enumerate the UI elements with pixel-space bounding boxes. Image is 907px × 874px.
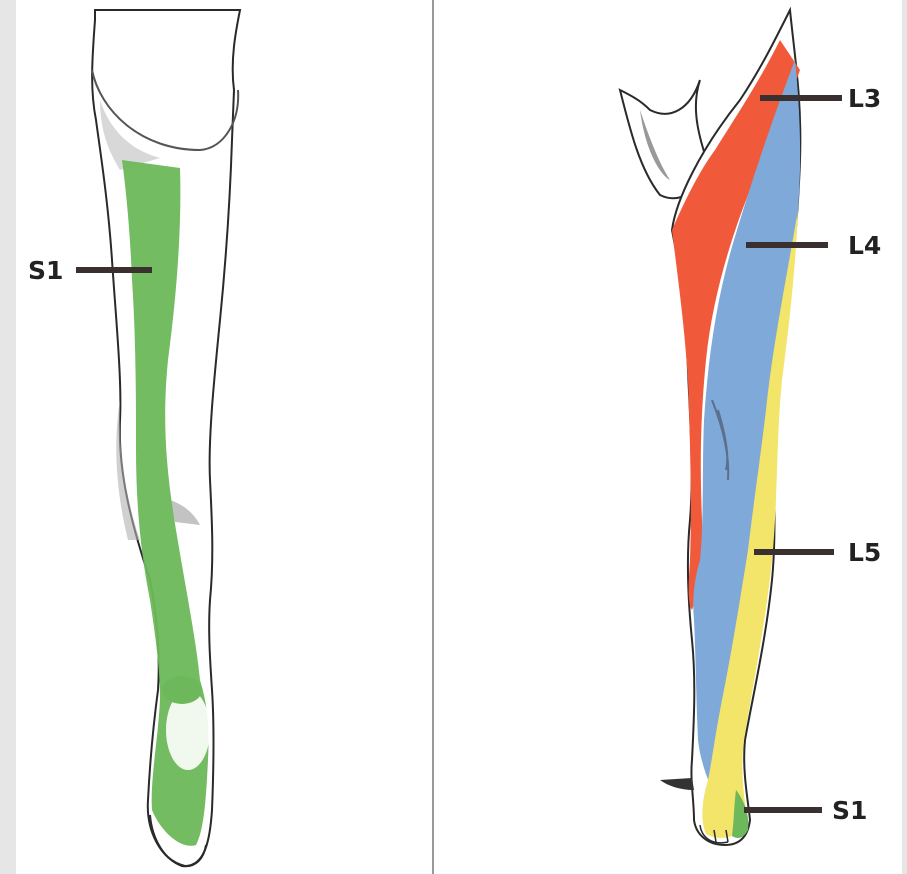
- left-s1-label: S1: [28, 256, 63, 285]
- left-leg: [92, 10, 240, 866]
- right-s1-label: S1: [832, 796, 867, 825]
- right-l3-label: L3: [848, 84, 881, 113]
- right-l4-label: L4: [848, 231, 881, 260]
- right-s1-label-group: S1: [744, 796, 867, 825]
- right-l5-label: L5: [848, 538, 881, 567]
- right-heel-shadow: [660, 778, 694, 790]
- left-heel-green: [162, 676, 202, 704]
- right-leg: [620, 10, 800, 845]
